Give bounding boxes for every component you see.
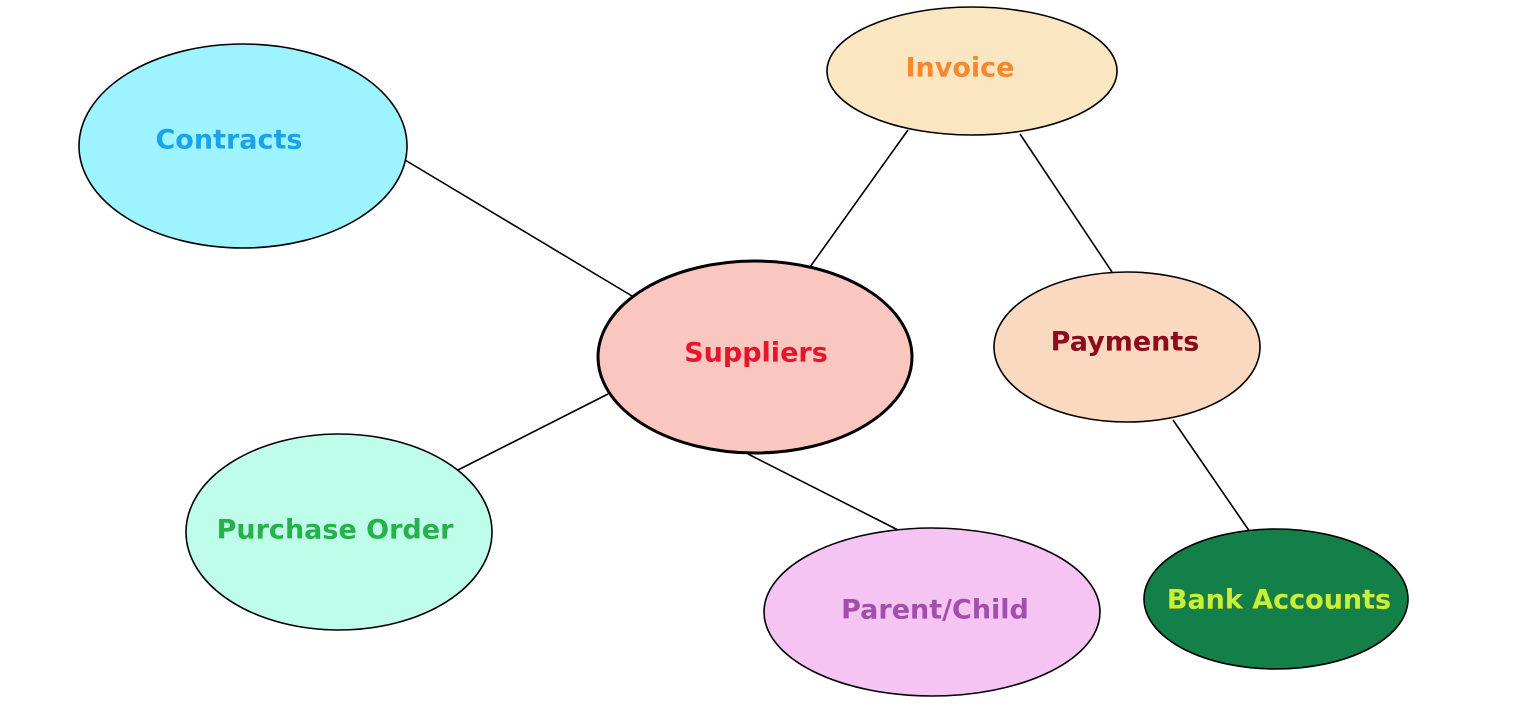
bank-accounts-label: Bank Accounts: [1167, 585, 1391, 616]
edge-suppliers-invoice: [809, 129, 909, 268]
bank-accounts-bubble: [1143, 528, 1409, 670]
suppliers-bubble: [596, 259, 914, 455]
parent-child-bubble: [763, 527, 1101, 697]
connector-lines: [404, 129, 1251, 533]
contracts-label: Contracts: [155, 125, 302, 156]
node-invoice: Invoice: [826, 6, 1118, 136]
edge-suppliers-purchase-order: [457, 393, 609, 471]
node-contracts: Contracts: [78, 43, 408, 249]
parent-child-label: Parent/Child: [841, 595, 1029, 626]
node-bank-accounts: Bank Accounts: [1143, 528, 1409, 670]
payments-bubble: [993, 271, 1261, 423]
contracts-bubble: [78, 43, 408, 249]
edge-suppliers-contracts: [404, 159, 633, 297]
edge-payments-bank-accounts: [1172, 419, 1251, 533]
node-suppliers: Suppliers: [596, 259, 914, 455]
node-payments: Payments: [993, 271, 1261, 423]
purchase-order-bubble: [185, 433, 493, 631]
invoice-label: Invoice: [906, 53, 1015, 84]
payments-label: Payments: [1051, 327, 1200, 358]
node-purchase-order: Purchase Order: [185, 433, 493, 631]
edge-invoice-payments: [1019, 133, 1113, 273]
suppliers-label: Suppliers: [684, 338, 828, 369]
node-parent-child: Parent/Child: [763, 527, 1101, 697]
edge-suppliers-parent-child: [747, 453, 899, 531]
purchase-order-label: Purchase Order: [217, 515, 454, 546]
invoice-bubble: [826, 6, 1118, 136]
